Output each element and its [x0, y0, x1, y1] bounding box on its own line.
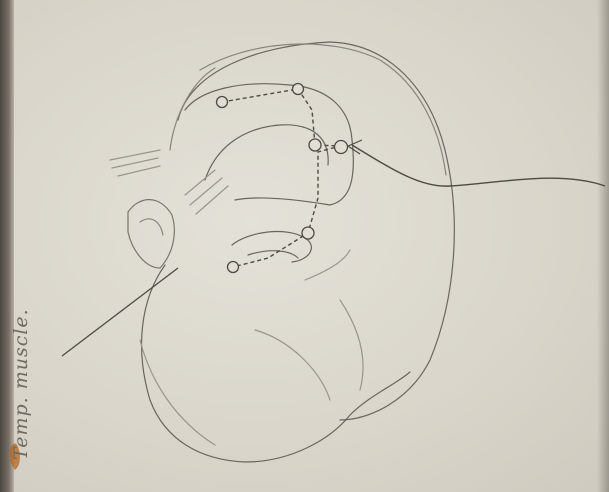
ear-outline: [110, 42, 454, 462]
pointer-line-left: [62, 268, 178, 356]
handwritten-annotation: Temp. muscle.: [10, 308, 32, 460]
marker-point: [335, 141, 348, 154]
marker-point: [228, 262, 239, 273]
marker-point: [309, 139, 321, 151]
marker-points: [217, 84, 348, 273]
marker-point: [217, 97, 228, 108]
marker-point: [302, 227, 314, 239]
pointer-line-right: [352, 145, 605, 186]
marker-point: [293, 84, 304, 95]
